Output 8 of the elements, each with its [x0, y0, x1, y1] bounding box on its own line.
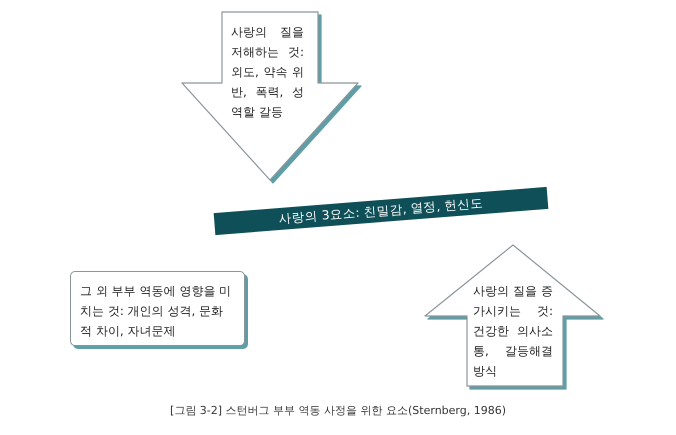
text-card — [70, 271, 245, 346]
card-text: 그 외 부부 역동에 영향을 미치는 것: 개인의 성격, 문화적 차이, 자녀문제 — [80, 283, 232, 340]
up-arrow-shape — [423, 243, 606, 391]
down-arrow-shape — [180, 10, 364, 185]
arrow-text: 사랑의 질을 증가시키는 것: 건강한 의사소통, 갈등해결 방식 — [473, 283, 553, 380]
arrow-text: 사랑의 질을 저해하는 것: 외도, 약속 위반, 폭력, 성역할 갈등 — [231, 24, 304, 121]
figure-caption: [그림 3-2] 스턴버그 부부 역동 사정을 위한 요소(Sternberg, 1986) — [170, 403, 506, 418]
banner-text: 사랑의 3요소: 친밀감, 열정, 헌신도 — [278, 194, 484, 228]
